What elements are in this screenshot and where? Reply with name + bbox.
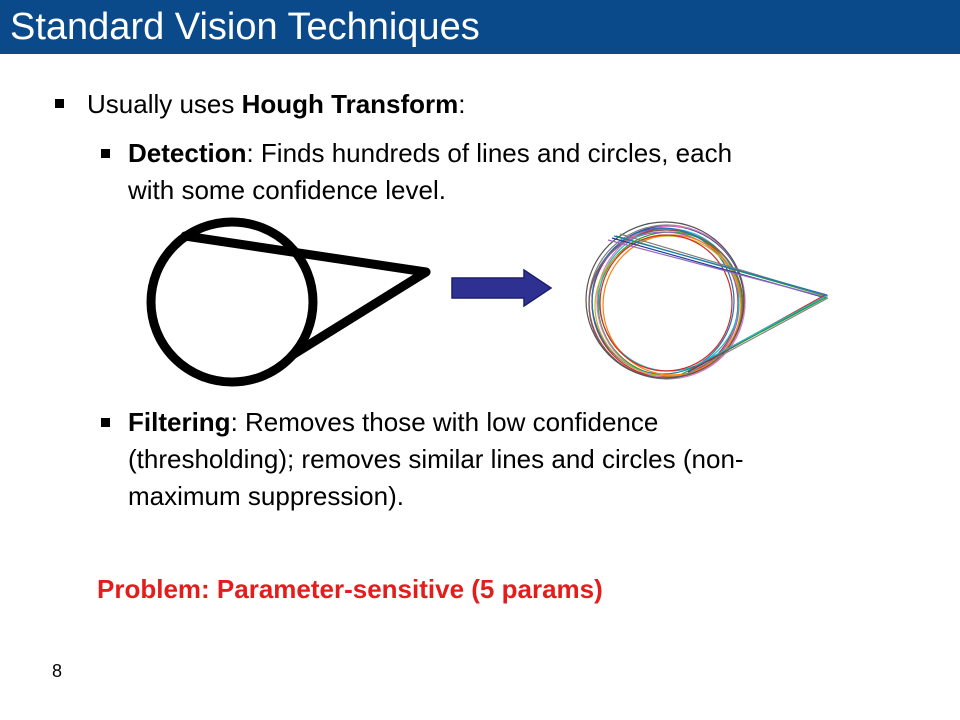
bullet-bold: Hough Transform [241,89,459,119]
input-shape [146,217,431,387]
detection-text-1: : Finds hundreds of lines and circles, e… [246,138,733,168]
detected-shapes [585,221,829,380]
filtering-line-2: (thresholding); removes similar lines an… [128,444,744,474]
bullet-marker [101,418,110,427]
title-bar: Standard Vision Techniques [0,0,960,54]
detection-line-1: Detection: Finds hundreds of lines and c… [128,134,732,172]
filtering-line-1: Filtering: Removes those with low confid… [128,403,658,441]
filtering-text-1: : Removes those with low confidence [230,407,659,437]
bullet-suffix: : [458,89,466,119]
problem-statement: Problem: Parameter-sensitive (5 params) [97,574,603,604]
bullet-marker [101,149,110,158]
slide-title: Standard Vision Techniques [10,6,480,48]
arrow-icon [451,268,553,308]
detection-line-2: with some confidence level. [128,175,446,205]
page-number: 8 [52,661,63,681]
filtering-bold: Filtering [128,407,231,437]
bullet-marker [55,99,64,108]
upper-line [180,231,431,277]
input-circle [146,217,318,387]
lower-line [289,267,431,359]
filtering-line-3: maximum suppression). [128,481,404,511]
bullet-prefix: Usually uses [87,89,242,119]
detection-bold: Detection [128,138,247,168]
bullet-text: Usually uses Hough Transform: [87,85,466,123]
